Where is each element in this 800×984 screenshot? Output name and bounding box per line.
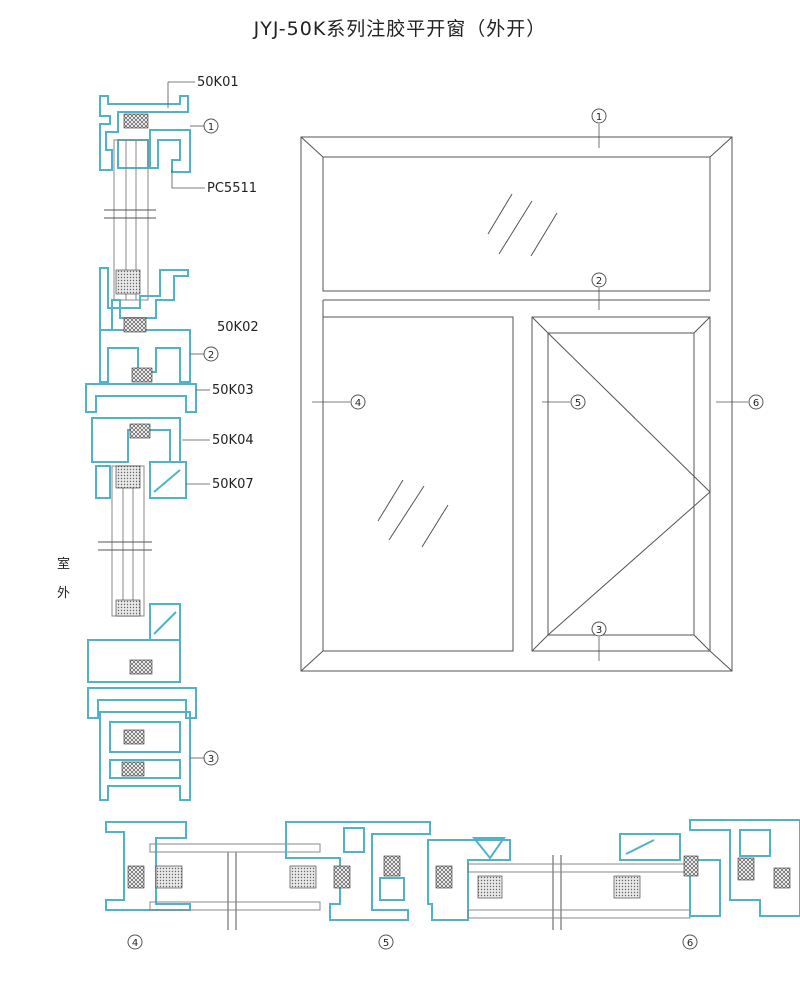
callout-number-3-section: 3 xyxy=(208,754,214,765)
vertical-section xyxy=(85,95,197,801)
profile-section-5 xyxy=(285,821,431,921)
callout-circle-2-section xyxy=(203,346,219,362)
profile-50k02-upper xyxy=(99,267,189,331)
callout-circle-1-elevation xyxy=(591,108,607,124)
opening-direction-mark xyxy=(547,332,711,636)
side-label-char-1: 室 xyxy=(57,557,71,572)
side-label-char-2: 外 xyxy=(57,586,71,601)
window-elevation xyxy=(300,136,733,672)
left-fixed-light xyxy=(322,316,514,652)
callout-circle-4-elevation xyxy=(350,394,366,410)
part-code-50k07: 50K07 xyxy=(212,477,254,492)
profile-bottom-frame xyxy=(99,711,191,801)
callout-circle-5-section xyxy=(378,934,394,950)
callout-number-2-section: 2 xyxy=(208,350,214,361)
profile-50k04 xyxy=(91,417,181,463)
callout-number-4-section: 4 xyxy=(132,938,138,949)
profile-50k07 xyxy=(149,461,187,499)
callout-circle-6-section xyxy=(682,934,698,950)
part-code-50k03: 50K03 xyxy=(212,383,254,398)
sash-outer xyxy=(531,316,711,652)
callout-number-5-section: 5 xyxy=(383,938,389,949)
part-code-50k02: 50K02 xyxy=(217,320,259,335)
fixed-light-opening xyxy=(322,156,711,292)
page-title: JYJ-50K系列注胶平开窗（外开） xyxy=(253,18,547,40)
callout-number-6-section: 6 xyxy=(687,938,693,949)
profile-lower-sash xyxy=(87,639,181,683)
callout-number-2-elevation: 2 xyxy=(596,276,602,287)
outer-frame xyxy=(300,136,733,672)
part-code-pc5511: PC5511 xyxy=(207,181,258,196)
profile-sash-stile xyxy=(95,465,111,499)
callout-circle-6-elevation xyxy=(748,394,764,410)
callout-numbers: 1 2 3 4 5 6 1 2 3 4 5 6 xyxy=(132,112,759,949)
callout-circle-5-elevation xyxy=(570,394,586,410)
profile-50k03 xyxy=(85,383,197,413)
part-code-leaders xyxy=(167,81,210,759)
vertical-section-gaskets xyxy=(115,113,153,777)
callout-circle-1-section xyxy=(203,118,219,134)
callout-number-1-section: 1 xyxy=(208,122,214,133)
break-marks xyxy=(98,209,562,930)
part-code-50k01: 50K01 xyxy=(197,75,239,90)
horizontal-section xyxy=(105,819,800,921)
callout-circle-3-section xyxy=(203,750,219,766)
callout-circle-4-section xyxy=(127,934,143,950)
callout-number-6-elevation: 6 xyxy=(753,398,759,409)
profile-50k02 xyxy=(99,329,191,383)
sash-inner xyxy=(547,332,695,636)
profile-pc5511-bead xyxy=(149,129,191,173)
callout-circle-2-elevation xyxy=(591,272,607,288)
callout-number-1-elevation: 1 xyxy=(596,112,602,123)
callout-number-4-elevation: 4 xyxy=(355,398,361,409)
elevation-callout-leaders xyxy=(312,124,748,661)
callout-circles xyxy=(127,108,764,950)
callout-number-5-elevation: 5 xyxy=(575,398,581,409)
part-code-50k04: 50K04 xyxy=(212,433,254,448)
callout-number-3-elevation: 3 xyxy=(596,625,602,636)
horizontal-section-gaskets xyxy=(127,855,791,899)
profile-50k01 xyxy=(99,95,189,171)
profile-section-6 xyxy=(619,833,681,861)
callout-circle-3-elevation xyxy=(591,621,607,637)
